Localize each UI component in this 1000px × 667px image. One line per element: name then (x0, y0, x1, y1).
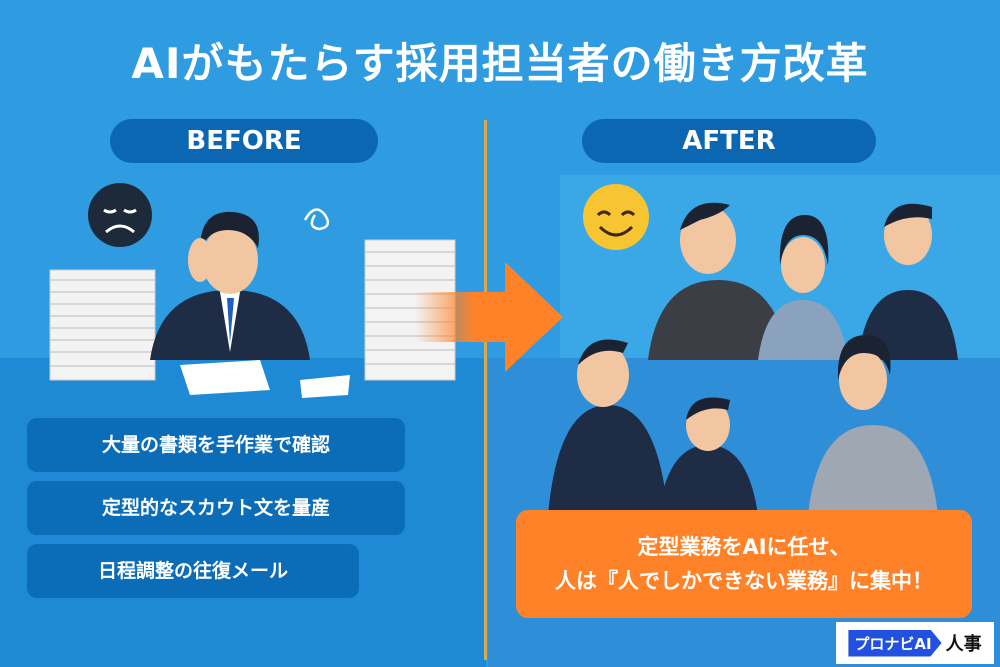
page-title: AIがもたらす採用担当者の働き方改革 (131, 39, 869, 88)
document-on-desk (180, 360, 270, 395)
sad-face-icon (88, 183, 152, 247)
arrow-icon (415, 262, 563, 372)
before-item: 大量の書類を手作業で確認 (27, 418, 405, 472)
after-message-box: 定型業務をAIに任せ、 人は『人でしかできない業務』に集中！ (516, 510, 972, 618)
after-message-line1: 定型業務をAIに任せ、 (637, 535, 851, 559)
paper-stack-left-icon (49, 269, 156, 381)
logo: プロナビAI 人事 (836, 622, 994, 664)
smiling-face-icon (583, 184, 649, 250)
logo-sub: 人事 (945, 634, 982, 655)
logo-brand: プロナビAI (848, 629, 942, 657)
stressed-worker-illustration (49, 183, 456, 398)
after-message-line2: 人は『人でしかできない業務』に集中！ (555, 569, 933, 593)
divider (484, 120, 487, 660)
stress-swirl-icon (303, 208, 330, 231)
worker-figure (150, 211, 310, 360)
after-label: AFTER (582, 119, 876, 163)
before-item: 日程調整の往復メール (27, 544, 359, 598)
before-label: BEFORE (110, 119, 378, 163)
before-item: 定型的なスカウト文を量産 (27, 481, 405, 535)
team-meeting-illustration (548, 184, 958, 515)
